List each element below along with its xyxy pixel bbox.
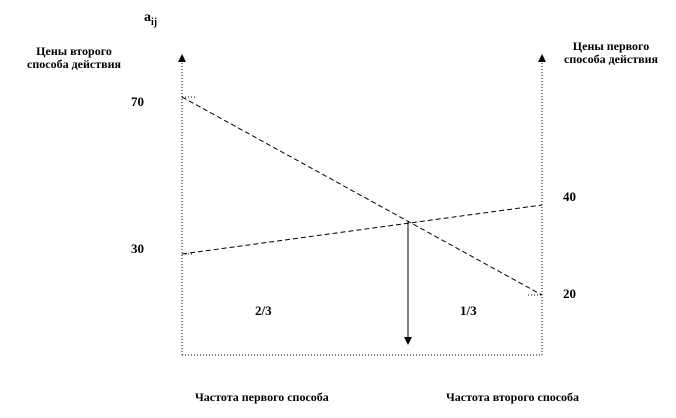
right-axis-label: Цены первого способа действия [564, 39, 658, 66]
right-value-20: 20 [563, 286, 576, 301]
bottom-label-right: Частота второго способа [446, 390, 580, 404]
line-first [181, 96, 543, 296]
bottom-label-left: Частота первого способа [195, 390, 329, 404]
left-axis-label: Цены второго способа действия [27, 44, 121, 71]
left-value-70: 70 [131, 94, 144, 109]
fraction-left: 2/3 [255, 303, 272, 318]
line-second [181, 204, 543, 255]
fraction-right: 1/3 [460, 303, 477, 318]
right-value-40: 40 [563, 189, 576, 204]
left-value-30: 30 [131, 241, 144, 256]
symbol-aij: aij [144, 10, 158, 28]
